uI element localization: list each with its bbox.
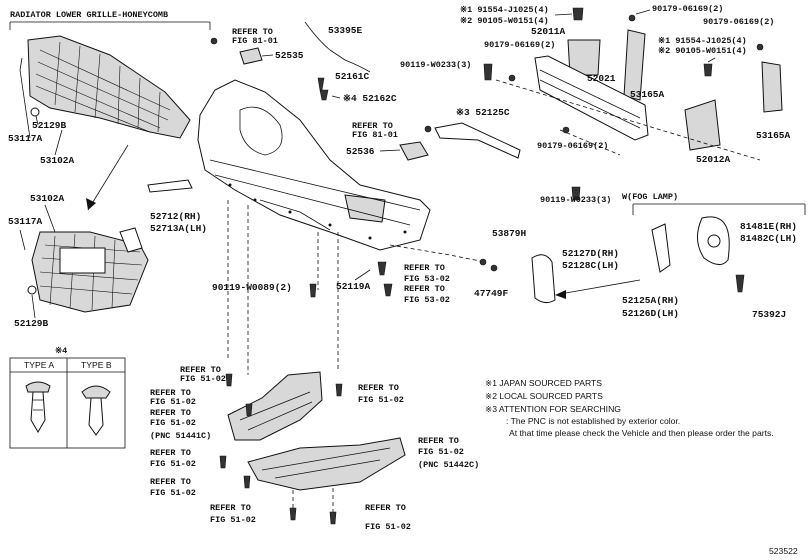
section-title: RADIATOR LOWER GRILLE-HONEYCOMB — [10, 10, 168, 20]
bumper-rivets — [228, 183, 407, 240]
reinforcement-group: ※1 91554-J1025(4) ※2 90105-W0151(4) 9017… — [400, 4, 791, 205]
under-cover-group: REFER TO FIG 51-02 REFER TO FIG 51-02 RE… — [150, 365, 479, 532]
label-52021: 52021 — [587, 73, 616, 84]
ref-pnc-51441C: (PNC 51441C) — [150, 431, 211, 441]
label-53102A-upper: 53102A — [40, 155, 75, 166]
ref-53-02-b-2: FIG 53-02 — [404, 295, 450, 305]
ref-51-02-b-1: REFER TO — [150, 388, 191, 398]
ref-pnc-51442C: (PNC 51442C) — [418, 460, 479, 470]
label-53879H: 53879H — [492, 228, 527, 239]
label-91554-J1025-b: ※1 91554-J1025(4) — [658, 36, 747, 46]
label-52125C: ※3 52125C — [456, 107, 510, 118]
ref-53-02-b-1: REFER TO — [404, 284, 445, 294]
label-52536: 52536 — [346, 146, 375, 157]
label-52535: 52535 — [275, 50, 304, 61]
label-52129B-upper: 52129B — [32, 120, 67, 131]
bumper-cover-illustration — [197, 79, 431, 251]
bumper-cover-group: 53395E REFER TO FIG 81-01 52535 52161C ※… — [147, 21, 486, 375]
label-52162C: ※4 52162C — [343, 93, 397, 104]
label-90179-06169-c: 90179-06169(2) — [484, 40, 555, 50]
ref-51-02-h-2: FIG 51-02 — [210, 515, 256, 525]
clip-type-box: ※4 TYPE A TYPE B — [9, 346, 126, 449]
ref-51-02-d-1: REFER TO — [150, 448, 191, 458]
label-52126D: 52126D(LH) — [622, 308, 679, 319]
note-3-detail-1: : The PNC is not established by exterior… — [506, 416, 680, 426]
ref-81-01-a-1: REFER TO — [232, 27, 273, 37]
under-cover-bolts — [219, 373, 343, 525]
label-53165A-b: 53165A — [756, 130, 791, 141]
label-52712: 52712(RH) — [150, 211, 201, 222]
ref-51-02-f-1: REFER TO — [150, 477, 191, 487]
ref-51-02-g-2: FIG 51-02 — [358, 395, 404, 405]
clip-type-a-icon — [25, 381, 51, 433]
ref-51-02-c-1: REFER TO — [150, 408, 191, 418]
under-cover-2-illustration — [247, 437, 406, 491]
label-90179-06169-d: 90179-06169(2) — [537, 141, 608, 151]
type-b-label: TYPE B — [81, 360, 112, 370]
clip-type-b-icon — [81, 385, 111, 436]
fog-lamp-group: W(FOG LAMP) 81481E(RH) 81482C(LH) 75392J… — [474, 192, 806, 320]
label-90179-06169-b: 90179-06169(2) — [703, 17, 774, 27]
label-53117A-lower: 53117A — [8, 216, 43, 227]
ref-51-02-b-2: FIG 51-02 — [150, 397, 196, 407]
label-52127D: 52127D(RH) — [562, 248, 619, 259]
label-53102A-lower: 53102A — [30, 193, 65, 204]
grille-upper-illustration — [27, 35, 191, 139]
label-90179-06169-a: 90179-06169(2) — [652, 4, 723, 14]
type-a-label: TYPE A — [24, 360, 54, 370]
ref-51-02-g-1: REFER TO — [358, 383, 399, 393]
ref-51-02-e-2: FIG 51-02 — [418, 447, 464, 457]
label-52129B-lower: 52129B — [14, 318, 49, 329]
note-2: ※2 LOCAL SOURCED PARTS — [485, 391, 603, 401]
label-52119A: 52119A — [336, 281, 371, 292]
note-1: ※1 JAPAN SOURCED PARTS — [485, 378, 602, 388]
ref-51-02-c-2: FIG 51-02 — [150, 418, 196, 428]
grille-detail-group: RADIATOR LOWER GRILLE-HONEYCOMB 52129B 5… — [8, 10, 211, 329]
fog-lamp-title: W(FOG LAMP) — [622, 192, 678, 202]
ref-81-01-a-2: FIG 81-01 — [232, 36, 278, 46]
ref-51-02-e-1: REFER TO — [418, 436, 459, 446]
notes-block: ※1 JAPAN SOURCED PARTS ※2 LOCAL SOURCED … — [485, 378, 774, 438]
note-3-detail-2: At that time please check the Vehicle an… — [509, 428, 774, 438]
ref-51-02-a-2: FIG 51-02 — [180, 374, 226, 384]
diagram-id: 523522 — [769, 546, 798, 556]
ref-51-02-d-2: FIG 51-02 — [150, 459, 196, 469]
label-91554-J1025-a: ※1 91554-J1025(4) — [460, 5, 549, 15]
label-90119-W0233-a: 90119-W0233(3) — [400, 60, 471, 70]
label-90105-W0151-b: ※2 90105-W0151(4) — [658, 46, 747, 56]
label-53395E: 53395E — [328, 25, 363, 36]
type-box-mark: ※4 — [55, 346, 67, 356]
reinforcement-beam-illustration — [534, 55, 649, 141]
label-52128C: 52128C(LH) — [562, 260, 619, 271]
label-52011A: 52011A — [531, 26, 566, 37]
ref-81-01-b-1: REFER TO — [352, 121, 393, 131]
label-81481E: 81481E(RH) — [740, 221, 797, 232]
note-3: ※3 ATTENTION FOR SEARCHING — [485, 404, 621, 414]
label-81482C: 81482C(LH) — [740, 233, 797, 244]
ref-81-01-b-2: FIG 81-01 — [352, 130, 398, 140]
ref-53-02-a-1: REFER TO — [404, 263, 445, 273]
label-52713A: 52713A(LH) — [150, 223, 207, 234]
ref-51-02-a-1: REFER TO — [180, 365, 221, 375]
label-90119-W0233-b: 90119-W0233(3) — [540, 195, 611, 205]
ref-51-02-h-1: REFER TO — [210, 503, 251, 513]
label-53117A-upper: 53117A — [8, 133, 43, 144]
label-75392J: 75392J — [752, 309, 786, 320]
label-90119-W0089: 90119-W0089(2) — [212, 282, 292, 293]
label-52012A: 52012A — [696, 154, 731, 165]
label-90105-W0151-a: ※2 90105-W0151(4) — [460, 16, 549, 26]
label-53165A-a: 53165A — [630, 89, 665, 100]
ref-51-02-f-2: FIG 51-02 — [150, 488, 196, 498]
ref-51-02-i-1: REFER TO — [365, 503, 406, 513]
ref-53-02-a-2: FIG 53-02 — [404, 274, 450, 284]
label-52161C: 52161C — [335, 71, 370, 82]
label-52125A: 52125A(RH) — [622, 295, 679, 306]
label-47749F: 47749F — [474, 288, 509, 299]
ref-51-02-i-2: FIG 51-02 — [365, 522, 411, 532]
